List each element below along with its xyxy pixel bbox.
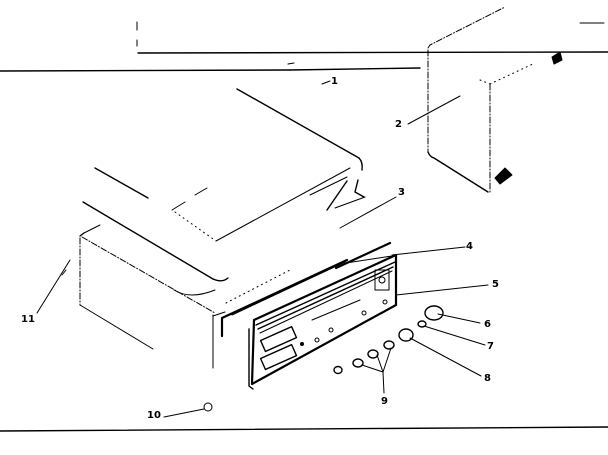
part-2-side-panel bbox=[407, 6, 563, 193]
part-11-cabinet-body bbox=[36, 224, 226, 369]
callout-1: 1 bbox=[331, 76, 338, 87]
callout-11: 11 bbox=[21, 314, 35, 325]
top-border-lines bbox=[0, 21, 608, 72]
callout-5: 5 bbox=[492, 279, 499, 290]
callout-2: 2 bbox=[395, 119, 402, 130]
callout-4: 4 bbox=[466, 241, 473, 252]
part-1-top-cover bbox=[82, 80, 363, 296]
part-4-5-front-panel bbox=[220, 241, 398, 390]
callout-9: 9 bbox=[381, 396, 388, 407]
knobs bbox=[203, 305, 444, 412]
leader-lines bbox=[163, 246, 489, 418]
callout-8: 8 bbox=[484, 373, 491, 384]
callout-3: 3 bbox=[398, 187, 405, 198]
callout-7: 7 bbox=[487, 341, 494, 352]
callout-6: 6 bbox=[484, 319, 491, 330]
callout-10: 10 bbox=[147, 410, 161, 421]
part-3-bracket bbox=[309, 176, 397, 229]
bottom-border-lines bbox=[0, 22, 608, 432]
